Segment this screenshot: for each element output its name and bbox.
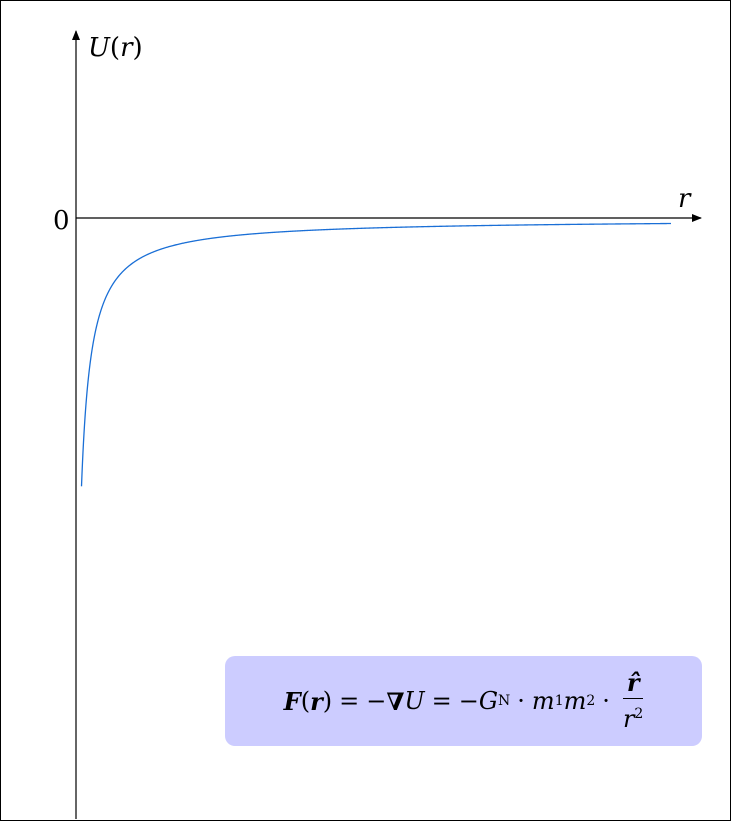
formula-m2: m [563, 687, 587, 715]
formula-r-argument: r [310, 686, 323, 716]
potential-curve [80, 222, 672, 487]
formula-denominator: r2 [622, 705, 644, 733]
formula-minus-2: − [458, 687, 479, 715]
formula-fraction: r̂ r2 [622, 668, 644, 733]
formula-G-subscript: N [498, 693, 511, 709]
formula-G: G [478, 687, 499, 715]
curve-layer [80, 222, 672, 487]
formula-equals-2: = [431, 687, 452, 715]
formula-dot-2: · [602, 687, 610, 715]
formula-equals-1: = [339, 687, 360, 715]
y-axis-label: U(r) [88, 33, 143, 63]
formula-potential-U: U [404, 687, 425, 715]
formula-dot-1: · [517, 687, 525, 715]
formula-fraction-bar [622, 698, 644, 699]
formula-m1-subscript: 1 [554, 693, 564, 709]
x-axis-label: r [678, 184, 692, 214]
formula-nabla: ∇ [386, 686, 405, 716]
formula-m1: m [531, 687, 555, 715]
formula-force-symbol: F [283, 686, 301, 716]
formula-m2-subscript: 2 [586, 693, 596, 709]
formula-unit-vector: r̂ [626, 668, 640, 697]
y-tick-label-zero: 0 [53, 206, 70, 236]
formula-minus-1: − [366, 687, 387, 715]
